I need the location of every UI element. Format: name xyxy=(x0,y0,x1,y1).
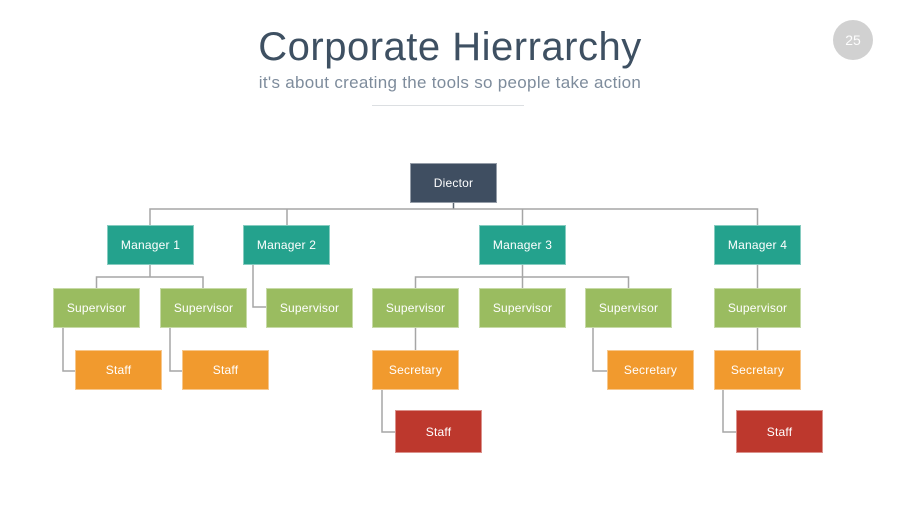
org-node-manager-3: Manager 3 xyxy=(479,225,566,265)
slide-subtitle: it's about creating the tools so people … xyxy=(258,73,642,92)
org-node-supervisor-3: Supervisor xyxy=(266,288,353,328)
org-node-secretary-3: Secretary xyxy=(714,350,801,390)
header-divider xyxy=(372,105,524,106)
org-node-director: Diector xyxy=(410,163,497,203)
org-node-supervisor-7: Supervisor xyxy=(714,288,801,328)
org-node-supervisor-6: Supervisor xyxy=(585,288,672,328)
org-node-staff-red-1: Staff xyxy=(395,410,482,453)
org-node-manager-1: Manager 1 xyxy=(107,225,194,265)
org-node-supervisor-5: Supervisor xyxy=(479,288,566,328)
org-node-manager-4: Manager 4 xyxy=(714,225,801,265)
org-node-staff-2: Staff xyxy=(182,350,269,390)
org-node-staff-1: Staff xyxy=(75,350,162,390)
org-node-supervisor-4: Supervisor xyxy=(372,288,459,328)
slide-header: Corporate Hierrarchy it's about creating… xyxy=(0,24,900,93)
org-node-manager-2: Manager 2 xyxy=(243,225,330,265)
org-node-secretary-1: Secretary xyxy=(372,350,459,390)
org-node-staff-red-2: Staff xyxy=(736,410,823,453)
org-node-supervisor-1: Supervisor xyxy=(53,288,140,328)
org-node-secretary-2: Secretary xyxy=(607,350,694,390)
org-node-supervisor-2: Supervisor xyxy=(160,288,247,328)
page-number: 25 xyxy=(845,32,861,48)
page-number-badge: 25 xyxy=(833,20,873,60)
slide-title: Corporate Hierrarchy xyxy=(258,25,642,69)
